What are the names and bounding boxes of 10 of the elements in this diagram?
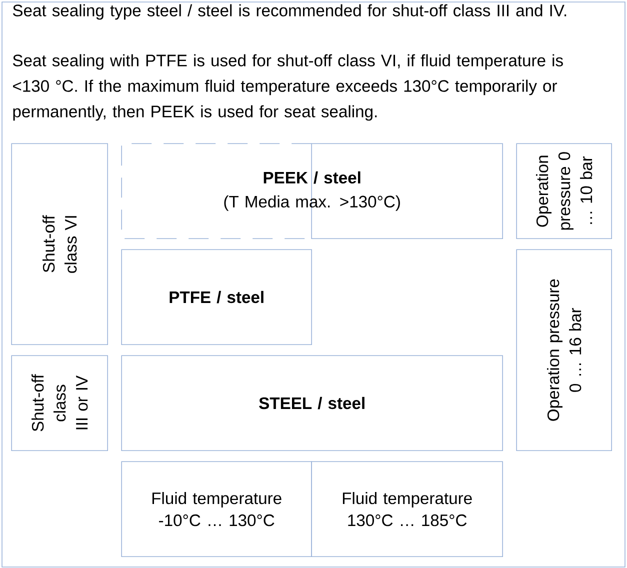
label-box: Fluid temperature 130°C … 185°C bbox=[311, 461, 503, 557]
note-text: Seat sealing type steel / steel is recommended for shut-off class III and IV. Seat sealing with PTFE is used for shut-off class VI, if fluid temperature is <130 °C. If the maximum fluid temperature exceeds 130°C temporarily or permanently, then PEEK is used for seat sealing. bbox=[12, 4, 566, 121]
label-box: PTFE / steel bbox=[121, 249, 312, 345]
label-box: Operation pressure 0 … 16 bar bbox=[516, 249, 612, 451]
label-box: Fluid temperature -10°C … 130°C bbox=[121, 461, 312, 557]
label-box: STEEL / steel bbox=[121, 355, 503, 451]
label-box: PEEK / steel (T Media max. >130°C) bbox=[121, 143, 503, 239]
label-box: Shut-off class III or IV bbox=[11, 355, 108, 451]
label-box: Shut-off class VI bbox=[11, 143, 108, 345]
label-box: Operation pressure 0 … 10 bar bbox=[516, 143, 612, 239]
